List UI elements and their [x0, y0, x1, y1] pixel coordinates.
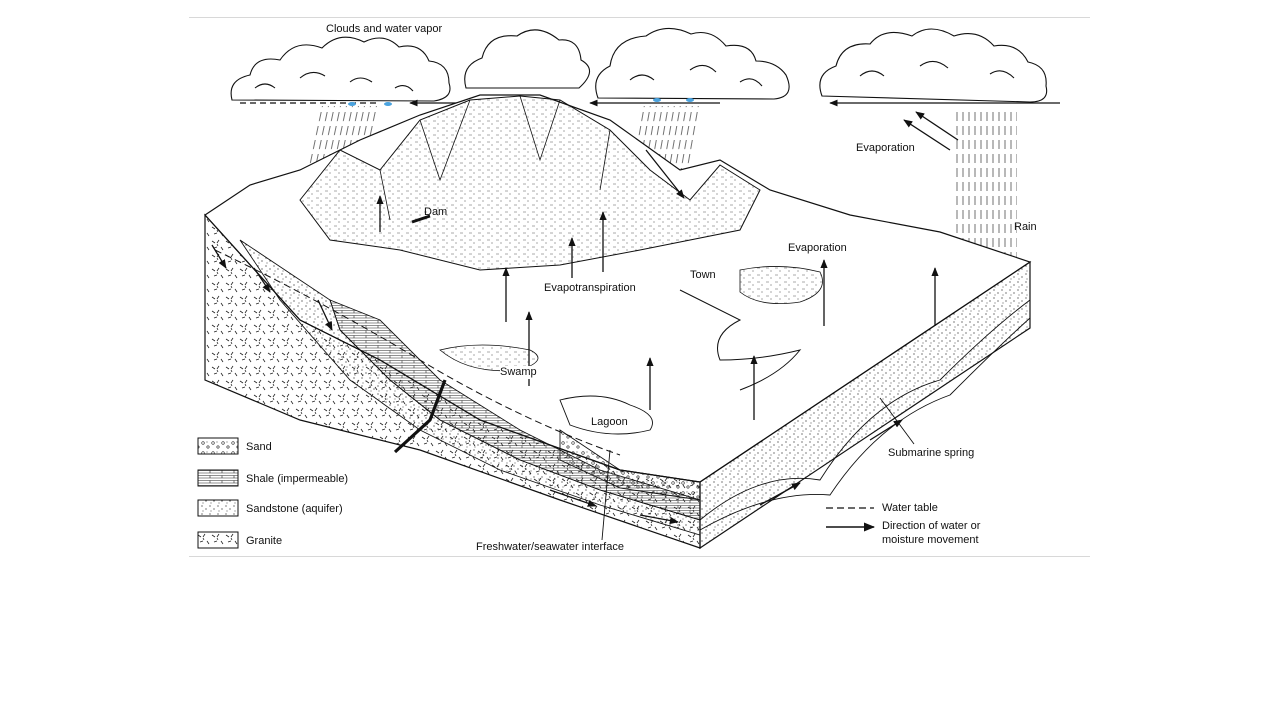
- legend-label-granite: Granite: [246, 535, 283, 547]
- label-rain: Rain: [1014, 221, 1037, 233]
- label-freshwater-seawater-interface: Freshwater/seawater interface: [476, 541, 624, 553]
- ridge-lines: [379, 95, 611, 221]
- legend-label-shale: Shale (impermeable): [246, 473, 349, 485]
- diagram-frame: [189, 17, 1090, 557]
- label-evaporation-right: Evaporation: [856, 142, 915, 154]
- legend-swatch-sand: [197, 437, 239, 455]
- key-label-direction-line2: moisture movement: [882, 534, 979, 546]
- label-submarine-spring: Submarine spring: [888, 447, 975, 459]
- key-label-water-table: Water table: [882, 502, 938, 514]
- cloud-center-right: [595, 27, 790, 100]
- lagoon-water: [559, 395, 653, 435]
- legend-swatch-shale: [197, 469, 239, 487]
- cloud-right: [819, 28, 1048, 103]
- rain-drops: [348, 98, 694, 106]
- label-clouds: Clouds and water vapor: [326, 23, 443, 35]
- dam: [411, 214, 431, 224]
- label-evapotranspiration: Evapotranspiration: [544, 282, 636, 295]
- label-swamp: Swamp: [500, 366, 537, 379]
- rain-right: [955, 112, 1017, 262]
- water-table-line: [214, 249, 621, 456]
- evaporation-arrows: [376, 111, 959, 420]
- key-label-direction-line1: Direction of water or: [882, 520, 981, 532]
- runoff-and-groundwater-arrows: [211, 149, 903, 525]
- legend-swatch-granite: [197, 531, 239, 549]
- legend-label-sand: Sand: [246, 441, 272, 453]
- label-evaporation-center: Evaporation: [788, 242, 847, 255]
- town-area: [739, 266, 823, 304]
- fault-line: [393, 379, 447, 454]
- cloud-left: [230, 36, 451, 102]
- legend-label-sandstone: Sandstone (aquifer): [246, 503, 343, 515]
- label-lagoon: Lagoon: [591, 416, 628, 429]
- label-town: Town: [690, 269, 716, 282]
- river: [679, 289, 802, 391]
- right-cross-section: [699, 260, 1031, 550]
- cloud-center-left: [464, 29, 591, 89]
- swamp-area: [439, 344, 539, 372]
- label-dam: Dam: [424, 206, 448, 218]
- legend-swatch-sandstone: [197, 499, 239, 517]
- leader-lines: [601, 397, 915, 541]
